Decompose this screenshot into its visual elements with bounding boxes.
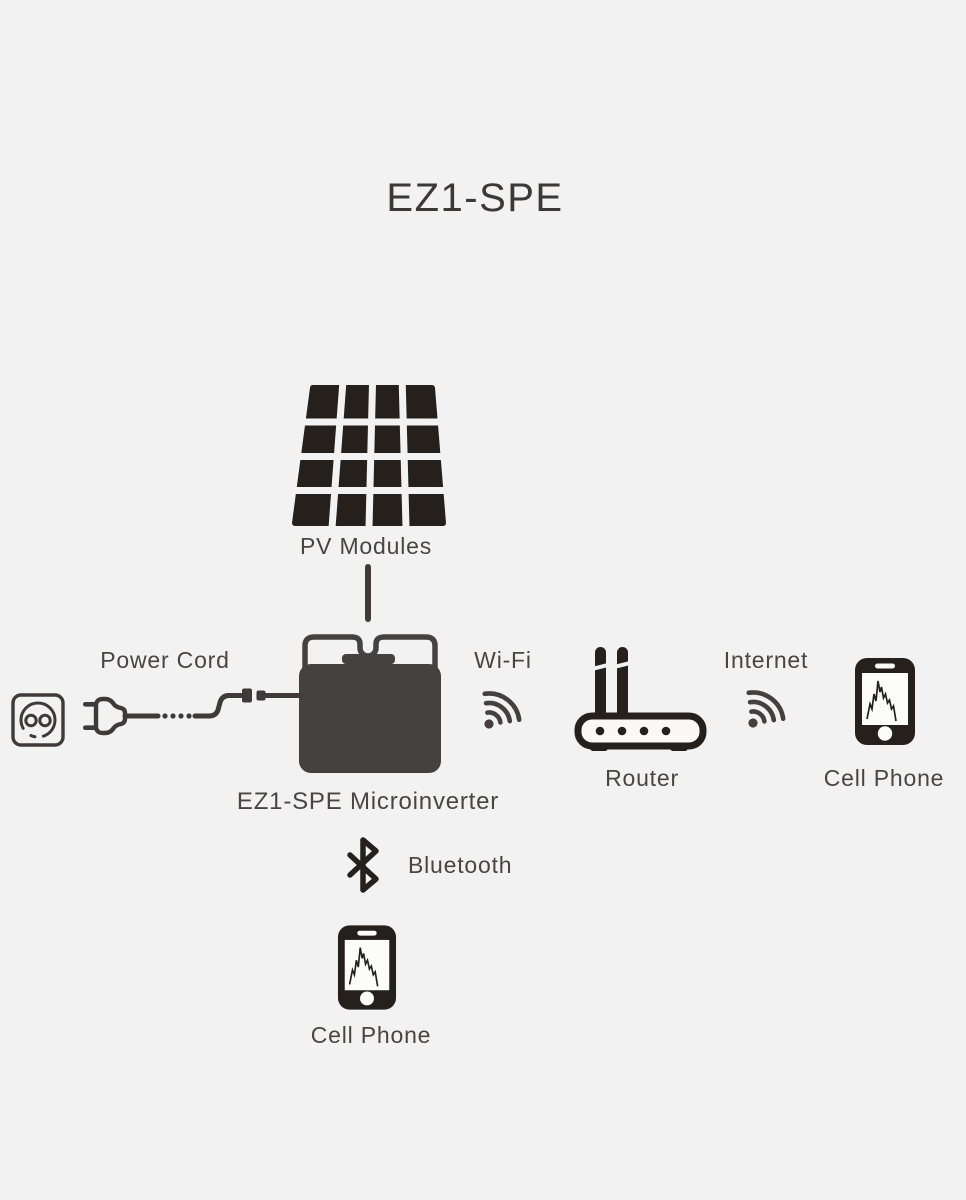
wifi-label: Wi-Fi <box>474 647 532 673</box>
router-icon <box>574 647 707 751</box>
pv-modules-label: PV Modules <box>299 533 433 559</box>
solar-panel-icon <box>288 383 448 529</box>
cell-phone-icon <box>855 658 915 745</box>
pv-to-inverter-cable <box>365 564 371 622</box>
power-outlet-icon <box>11 693 65 747</box>
microinverter-label: EZ1-SPE Microinverter <box>236 788 500 815</box>
microinverter-icon <box>299 634 441 773</box>
wifi-signal-icon <box>482 691 522 729</box>
bluetooth-label: Bluetooth <box>408 852 513 878</box>
internet-label: Internet <box>723 647 809 673</box>
cell-phone-icon <box>337 925 397 1010</box>
router-label: Router <box>605 765 679 791</box>
power-cord-label: Power Cord <box>100 647 230 673</box>
power-plug-cord-icon <box>11 688 304 747</box>
diagram-title: EZ1-SPE <box>386 176 564 220</box>
cell-phone-bluetooth-label: Cell Phone <box>310 1022 432 1048</box>
cell-phone-wifi-label: Cell Phone <box>823 765 945 791</box>
wifi-signal-icon <box>746 690 786 728</box>
bluetooth-icon <box>347 837 379 893</box>
